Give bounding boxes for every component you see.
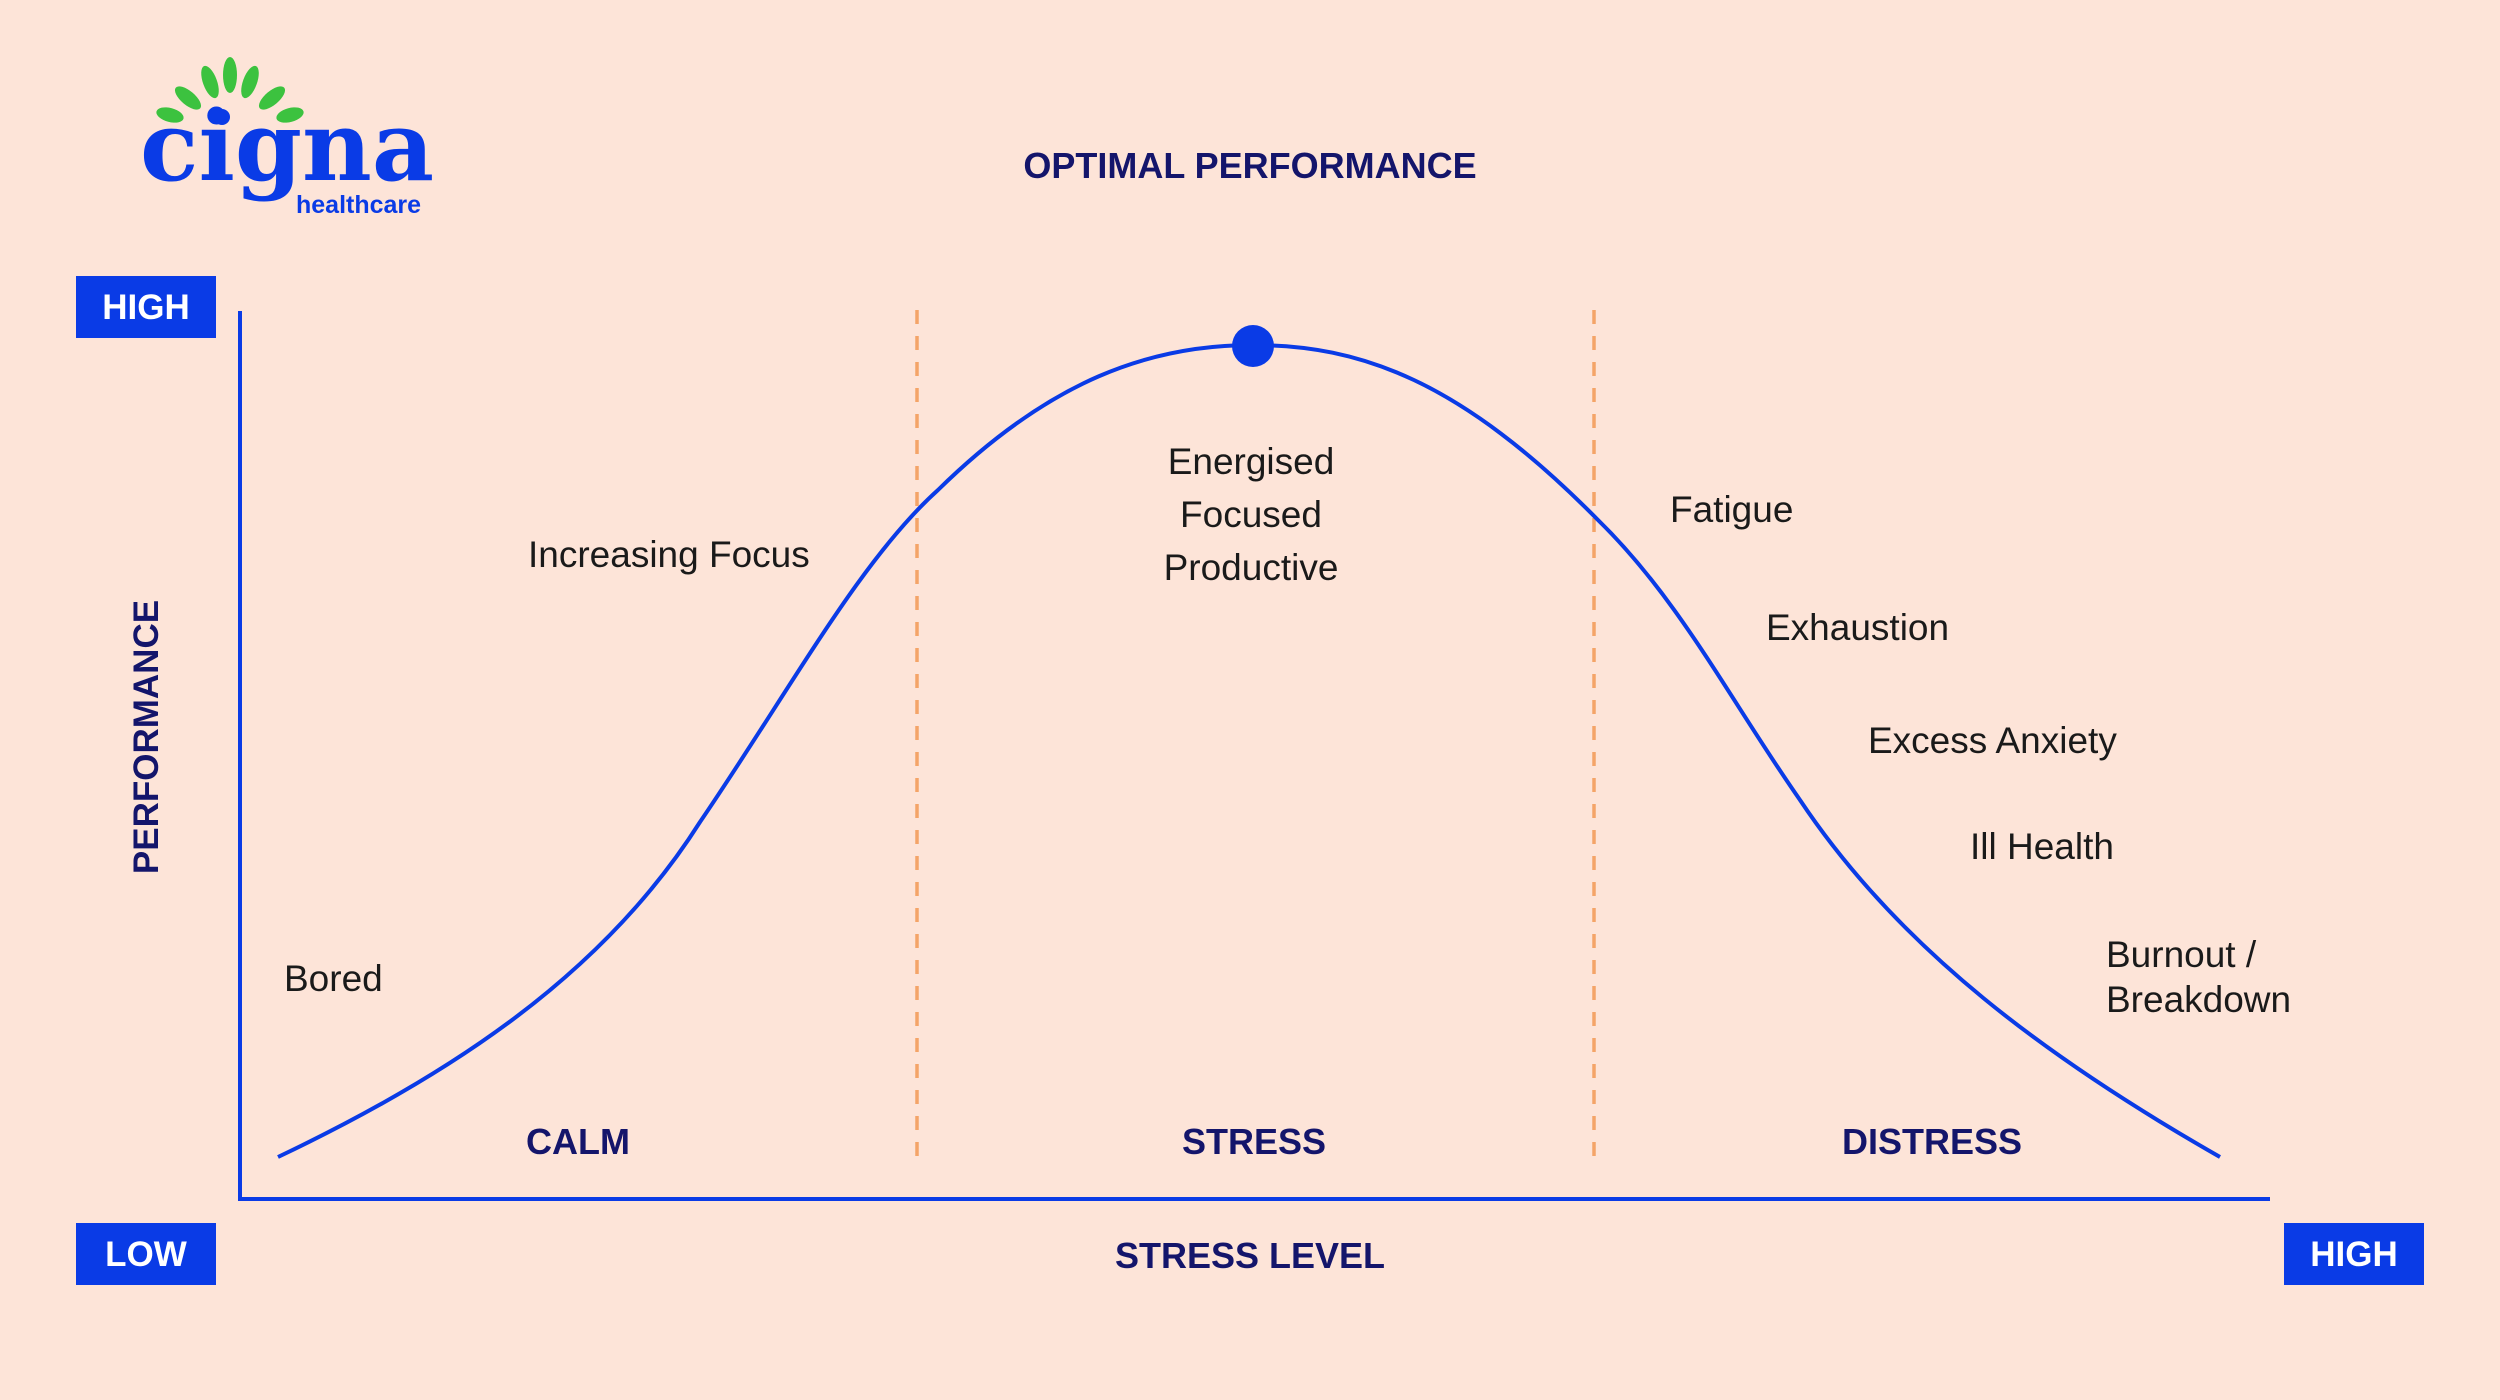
state-label-bored: Bored xyxy=(284,958,383,999)
diagram-title: OPTIMAL PERFORMANCE xyxy=(1023,145,1476,186)
state-label-increasing-focus: Increasing Focus xyxy=(528,534,810,575)
state-label-burnout: Burnout / xyxy=(2106,934,2257,975)
zone-label-distress: DISTRESS xyxy=(1842,1121,2022,1162)
x-high-label: HIGH xyxy=(2310,1235,2398,1274)
state-label-exhaustion: Exhaustion xyxy=(1766,607,1949,648)
y-high-badge: HIGH xyxy=(76,276,216,338)
state-label-fatigue: Fatigue xyxy=(1670,489,1793,530)
x-low-badge: LOW xyxy=(76,1223,216,1285)
y-high-label: HIGH xyxy=(102,288,190,327)
state-label-energised: Energised xyxy=(1168,441,1335,482)
optimal-peak-marker xyxy=(1232,325,1274,367)
state-label-breakdown: Breakdown xyxy=(2106,979,2291,1020)
x-axis-label: STRESS LEVEL xyxy=(1115,1235,1385,1276)
state-label-focused: Focused xyxy=(1180,494,1322,535)
x-low-label: LOW xyxy=(105,1235,187,1274)
logo-subtext: healthcare xyxy=(296,191,421,219)
x-high-badge: HIGH xyxy=(2284,1223,2424,1285)
y-axis-label: PERFORMANCE xyxy=(127,600,166,874)
logo-wordmark: cigna xyxy=(140,90,434,203)
cigna-logo: cigna healthcare xyxy=(140,57,434,219)
zone-label-stress: STRESS xyxy=(1182,1121,1326,1162)
zone-label-calm: CALM xyxy=(526,1121,630,1162)
state-label-excess-anxiety: Excess Anxiety xyxy=(1868,720,2117,761)
state-label-ill-health: Ill Health xyxy=(1970,826,2114,867)
state-label-productive: Productive xyxy=(1164,547,1339,588)
leaf-icon xyxy=(156,57,304,125)
